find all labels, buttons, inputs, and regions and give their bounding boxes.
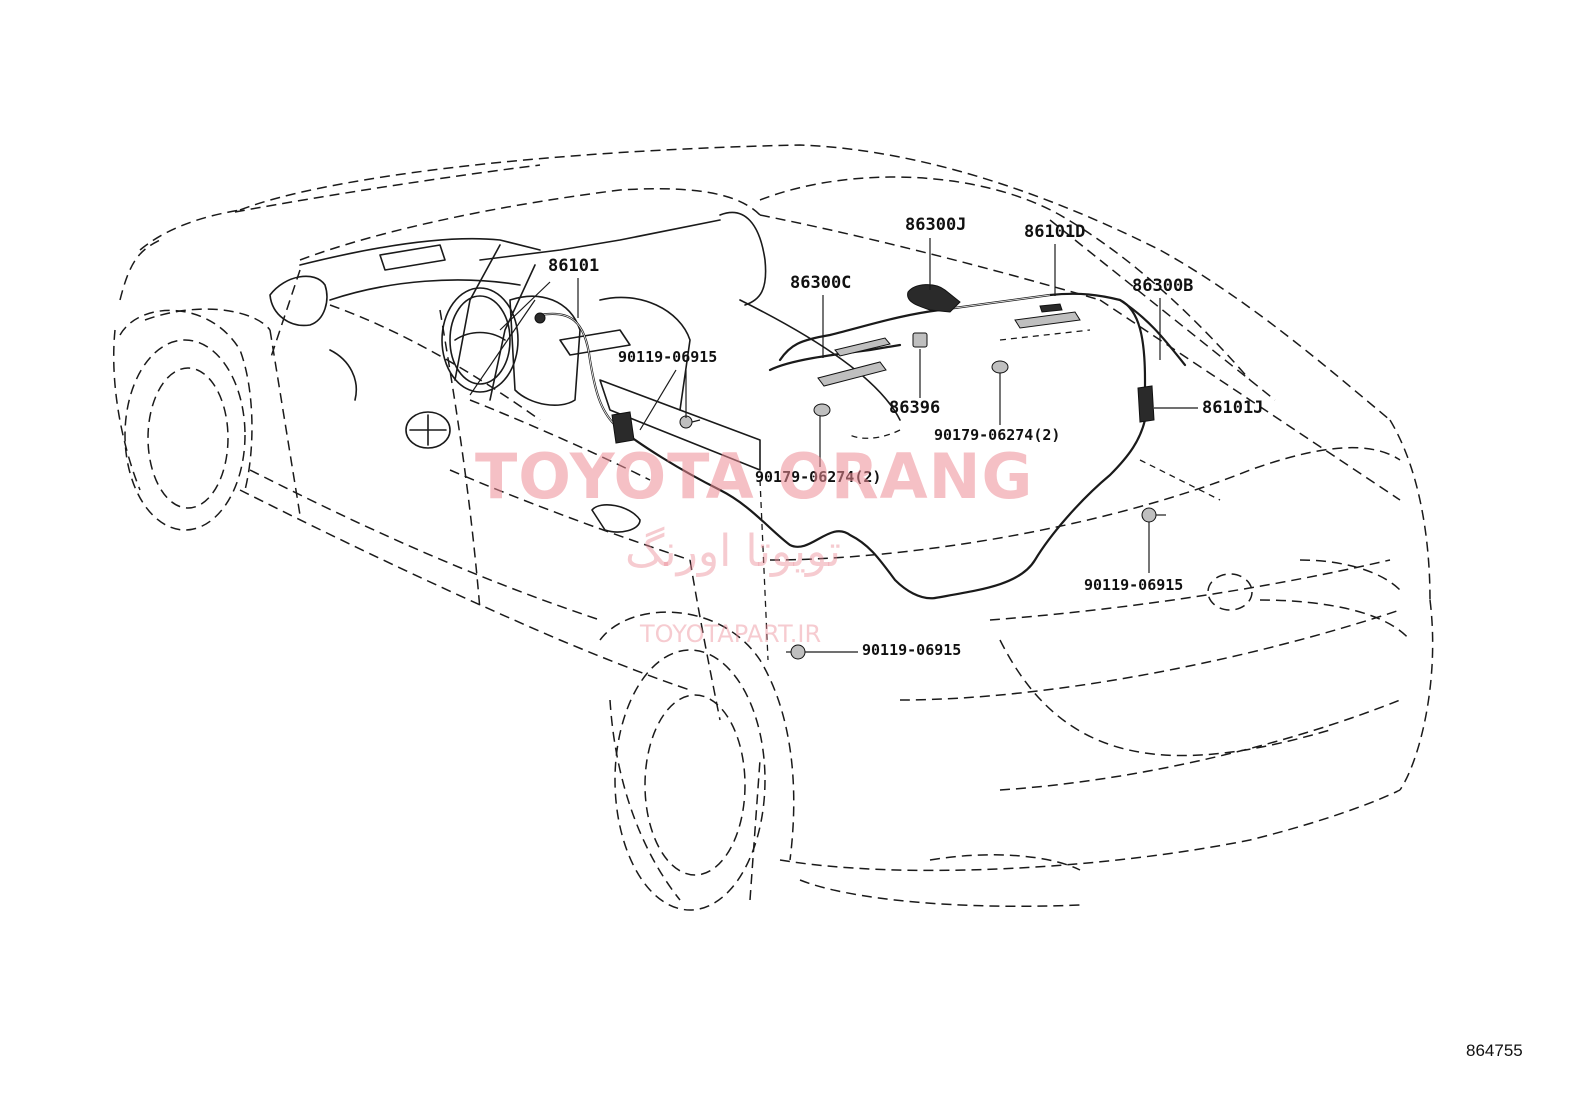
antenna-parts <box>534 284 1166 660</box>
antenna-element-86300J <box>907 284 961 313</box>
clip-90179-06274-right <box>991 360 1009 374</box>
label-86300J: 86300J <box>905 215 967 235</box>
label-90119-06915-trunk: 90119-06915 <box>1084 576 1184 594</box>
antenna-cable-harness <box>538 292 1187 600</box>
label-90179-06274-left: 90179-06274(2) <box>755 468 882 486</box>
clip-86396 <box>912 332 928 348</box>
interior-line-art <box>269 211 901 533</box>
label-90119-06915-lower: 90119-06915 <box>862 641 962 659</box>
label-86101: 86101 <box>548 256 600 276</box>
amplifier-86300C <box>817 361 887 387</box>
antenna-amp-86300C-upper <box>834 337 891 357</box>
leader-lines <box>469 238 1221 661</box>
connector-86101J <box>1137 385 1155 423</box>
front-antenna-clip <box>534 312 546 324</box>
clip-90179-06274-left <box>813 403 831 417</box>
label-86101D: 86101D <box>1024 222 1086 242</box>
connector-86101D <box>1039 303 1063 313</box>
label-86300B: 86300B <box>1132 276 1194 296</box>
front-cable-connector <box>611 411 635 444</box>
car-body-outline <box>112 144 1434 911</box>
label-86101J: 86101J <box>1202 398 1264 418</box>
amplifier-86300B <box>1014 311 1081 329</box>
watermark-brand-persian: تویوتا اورنگ <box>625 526 841 577</box>
bolt-90119-06915-trunk <box>1141 507 1166 523</box>
bolt-90119-06915-upper <box>679 415 701 429</box>
label-90179-06274-right: 90179-06274(2) <box>934 426 1061 444</box>
label-86300C: 86300C <box>790 273 852 293</box>
label-86396: 86396 <box>889 398 941 418</box>
watermark-brand: TOYOTA ORANG <box>475 440 1034 513</box>
watermark-url: TOYOTAPART.IR <box>640 620 822 648</box>
diagram-reference-number: 864755 <box>1466 1041 1523 1060</box>
label-90119-06915-upper: 90119-06915 <box>618 348 718 366</box>
